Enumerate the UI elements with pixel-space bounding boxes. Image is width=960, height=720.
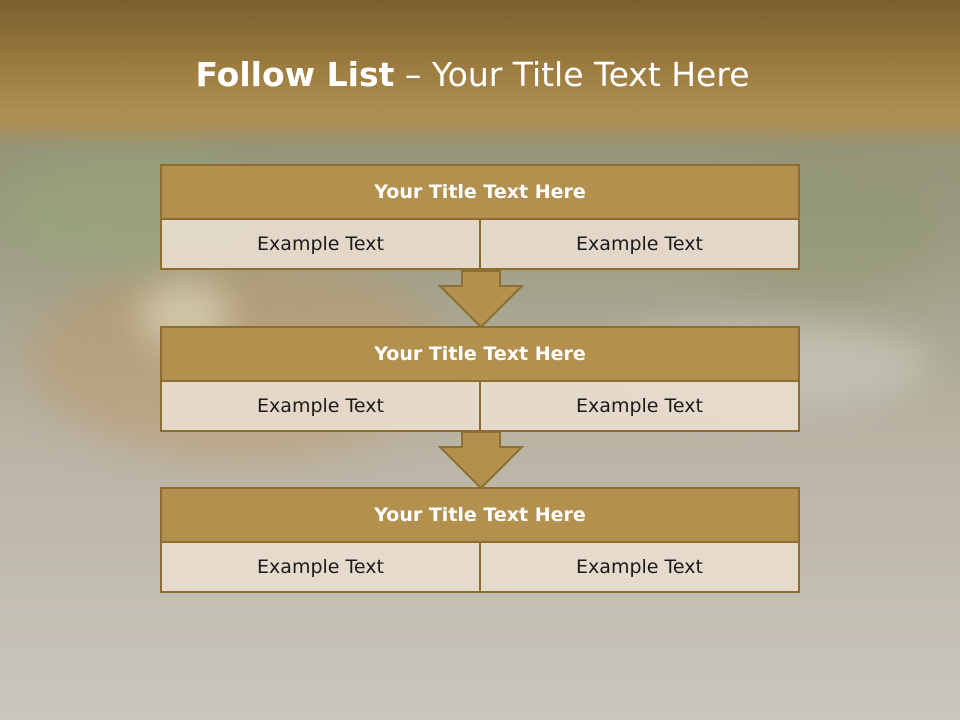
step-cell-right: Example Text — [481, 543, 800, 593]
down-arrow-icon — [438, 270, 524, 328]
step-title: Your Title Text Here — [160, 326, 800, 382]
step-box-2: Your Title Text Here Example Text Exampl… — [160, 326, 800, 432]
step-cell-right: Example Text — [481, 382, 800, 432]
step-cell-left: Example Text — [160, 382, 481, 432]
step-row: Example Text Example Text — [160, 220, 800, 270]
slide-title: Follow List – Your Title Text Here — [0, 55, 945, 94]
step-box-1: Your Title Text Here Example Text Exampl… — [160, 164, 800, 270]
step-row: Example Text Example Text — [160, 543, 800, 593]
step-row: Example Text Example Text — [160, 382, 800, 432]
title-bold: Follow List — [195, 55, 395, 94]
step-title: Your Title Text Here — [160, 487, 800, 543]
title-rest: – Your Title Text Here — [404, 55, 750, 94]
step-title: Your Title Text Here — [160, 164, 800, 220]
step-box-3: Your Title Text Here Example Text Exampl… — [160, 487, 800, 593]
step-cell-left: Example Text — [160, 220, 481, 270]
header-band — [0, 0, 960, 150]
step-cell-right: Example Text — [481, 220, 800, 270]
down-arrow-icon — [438, 431, 524, 489]
step-cell-left: Example Text — [160, 543, 481, 593]
